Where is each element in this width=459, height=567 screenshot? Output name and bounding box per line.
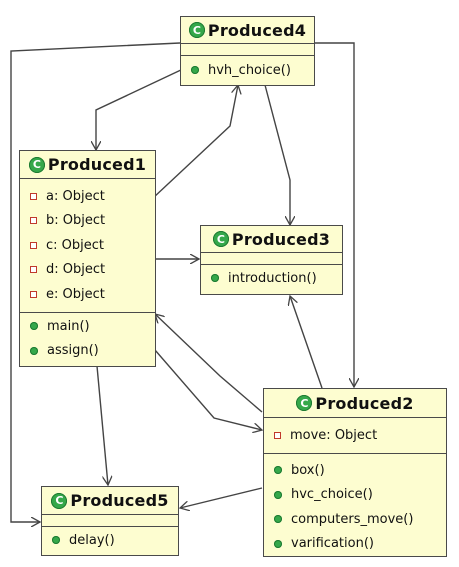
class-name: Produced2 <box>315 393 414 413</box>
public-method-icon <box>52 536 60 545</box>
field-item[interactable]: c: Object <box>20 233 155 258</box>
method-item[interactable]: hvh_choice() <box>181 58 314 83</box>
edge-produced2-to-produced1 <box>155 314 263 413</box>
class-header: C Produced2 <box>264 389 446 418</box>
method-label: computers_move() <box>291 511 414 527</box>
class-c-icon: C <box>212 231 229 247</box>
edge-produced4-to-produced1 <box>96 68 184 150</box>
private-field-icon <box>30 266 37 274</box>
public-method-icon <box>30 346 38 355</box>
fields-section: a: Object b: Object c: Object d: Object … <box>20 179 155 313</box>
class-name: Produced1 <box>47 155 147 174</box>
class-c-icon: C <box>188 22 205 38</box>
class-produced1[interactable]: C Produced1 a: Object b: Object c: Objec… <box>19 150 156 367</box>
class-header: C Produced4 <box>181 17 314 44</box>
field-item[interactable]: b: Object <box>20 209 155 234</box>
class-name: Produced3 <box>231 229 331 249</box>
class-produced2[interactable]: C Produced2 move: Object box() hvc_choic… <box>263 388 447 557</box>
public-method-icon <box>274 515 282 524</box>
field-label: c: Object <box>46 237 104 253</box>
public-method-icon <box>274 466 282 475</box>
method-item[interactable]: hvc_choice() <box>264 483 446 508</box>
edge-produced1-to-produced4 <box>152 85 238 199</box>
private-field-icon <box>30 241 37 249</box>
public-method-icon <box>191 66 199 75</box>
field-item[interactable]: d: Object <box>20 258 155 283</box>
method-label: hvc_choice() <box>291 487 373 503</box>
class-c-icon: C <box>28 156 45 173</box>
edge-produced4-to-produced2 <box>315 42 354 387</box>
method-item[interactable]: introduction() <box>201 266 342 291</box>
method-item[interactable]: varification() <box>264 532 446 557</box>
methods-section: introduction() <box>201 265 342 291</box>
class-header: C Produced3 <box>201 226 342 253</box>
field-label: b: Object <box>46 213 106 229</box>
methods-section: main() assign() <box>20 313 155 363</box>
field-label: e: Object <box>46 286 105 302</box>
private-field-icon <box>30 290 37 298</box>
method-label: varification() <box>291 536 374 552</box>
method-item[interactable]: assign() <box>20 339 155 364</box>
edge-produced1-to-produced2 <box>154 349 262 430</box>
field-item[interactable]: e: Object <box>20 282 155 307</box>
edge-produced2-to-produced5 <box>180 487 263 508</box>
class-produced3[interactable]: C Produced3 introduction() <box>200 225 343 295</box>
class-name: Produced5 <box>70 491 169 510</box>
edge-produced1-to-produced5 <box>96 365 108 485</box>
private-field-icon <box>30 217 37 225</box>
field-item[interactable]: move: Object <box>264 423 446 448</box>
method-item[interactable]: box() <box>264 458 446 483</box>
method-label: main() <box>47 318 90 334</box>
public-method-icon <box>211 274 219 283</box>
fields-section <box>181 44 314 56</box>
methods-section: hvh_choice() <box>181 56 314 83</box>
public-method-icon <box>274 539 282 548</box>
methods-section: box() hvc_choice() computers_move() vari… <box>264 454 446 556</box>
method-label: hvh_choice() <box>208 62 291 78</box>
class-c-icon: C <box>296 395 313 411</box>
method-item[interactable]: computers_move() <box>264 507 446 532</box>
method-label: delay() <box>69 532 115 548</box>
class-header: C Produced5 <box>42 487 178 515</box>
private-field-icon <box>30 192 37 200</box>
class-header: C Produced1 <box>20 151 155 179</box>
edge-produced4-to-produced3 <box>264 84 290 225</box>
class-c-icon: C <box>51 492 68 509</box>
class-produced5[interactable]: C Produced5 delay() <box>41 486 179 556</box>
edge-produced4-to-produced5 <box>10 42 181 522</box>
method-item[interactable]: main() <box>20 314 155 339</box>
public-method-icon <box>30 322 38 331</box>
field-label: a: Object <box>46 188 105 204</box>
method-item[interactable]: delay() <box>42 528 178 553</box>
field-item[interactable]: a: Object <box>20 184 155 209</box>
methods-section: delay() <box>42 527 178 553</box>
public-method-icon <box>274 490 282 499</box>
fields-section <box>42 515 178 527</box>
class-name: Produced4 <box>207 20 307 40</box>
fields-section <box>201 253 342 265</box>
fields-section: move: Object <box>264 418 446 454</box>
method-label: box() <box>291 462 325 478</box>
field-label: move: Object <box>290 427 378 443</box>
private-field-icon <box>274 431 281 439</box>
method-label: assign() <box>47 343 99 359</box>
field-label: d: Object <box>46 262 106 278</box>
class-produced4[interactable]: C Produced4 hvh_choice() <box>180 16 315 86</box>
edge-produced2-to-produced3 <box>290 296 323 389</box>
method-label: introduction() <box>228 270 317 286</box>
